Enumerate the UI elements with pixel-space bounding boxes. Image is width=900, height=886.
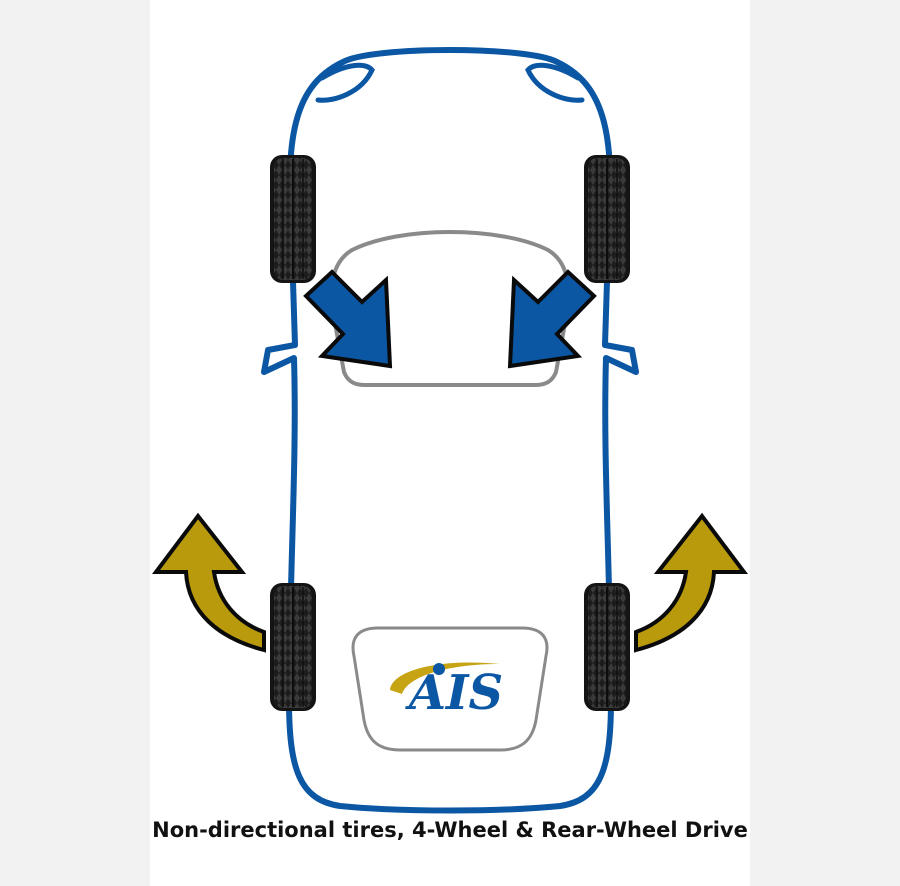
diagram-caption: Non-directional tires, 4-Wheel & Rear-Wh…	[152, 818, 748, 842]
headlight-right	[525, 62, 585, 103]
logo-dot	[433, 663, 445, 675]
car-body-outline	[261, 47, 639, 814]
logo-swoosh	[390, 662, 500, 694]
curved-arrow-up-icon	[152, 512, 266, 653]
tire-front-left	[269, 154, 317, 284]
right-background	[750, 0, 900, 886]
arrow-down-left-icon	[507, 269, 597, 369]
tire-front-right	[583, 154, 631, 284]
logo-plate	[351, 626, 549, 752]
arrow-down-right-icon	[303, 269, 393, 369]
ais-logo: AIS	[390, 662, 503, 721]
tire-rear-right	[583, 582, 631, 712]
headlight-left	[315, 62, 375, 103]
curved-arrow-up-icon	[634, 512, 748, 653]
tire-rear-left	[269, 582, 317, 712]
left-background	[0, 0, 150, 886]
logo-text: AIS	[405, 665, 503, 721]
